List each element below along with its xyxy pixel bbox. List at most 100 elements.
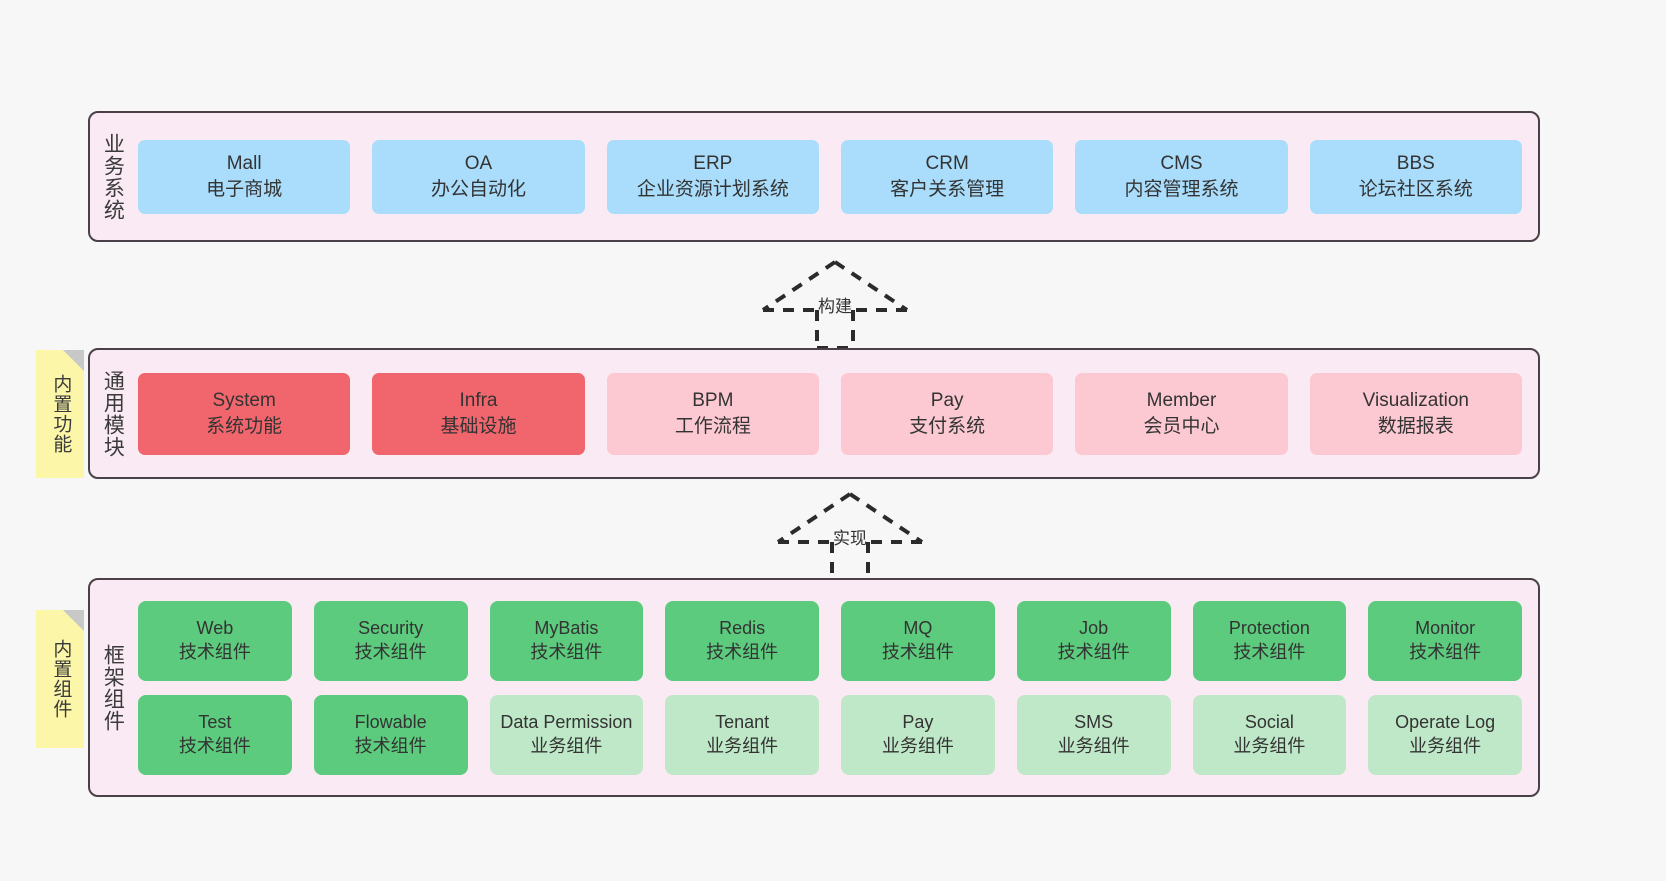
node-subtitle: 客户关系管理 — [890, 178, 1005, 200]
node-monitor[interactable]: Monitor 技术组件 — [1368, 600, 1522, 681]
node-social[interactable]: Social 业务组件 — [1192, 694, 1347, 775]
node-subtitle: 数据报表 — [1377, 415, 1454, 437]
node-security[interactable]: Security 技术组件 — [313, 600, 468, 681]
node-title: Tenant — [715, 711, 770, 732]
connector-implement-arrow: 实现 — [775, 490, 925, 582]
node-subtitle: 会员中心 — [1143, 415, 1220, 437]
node-redis[interactable]: Redis 技术组件 — [665, 600, 819, 681]
node-subtitle: 系统功能 — [206, 415, 283, 437]
node-title: OA — [464, 153, 493, 175]
node-subtitle: 技术组件 — [1233, 641, 1306, 662]
layer-framework-body: Web 技术组件 Security 技术组件 MyBatis 技术组件 Redi… — [134, 580, 1538, 795]
node-title: CRM — [925, 153, 969, 175]
node-subtitle: 基础设施 — [440, 415, 517, 437]
node-mybatis[interactable]: MyBatis 技术组件 — [489, 600, 644, 681]
node-title: BBS — [1396, 153, 1435, 175]
node-title: Social — [1244, 711, 1294, 732]
framework-node-row-business: Test 技术组件 Flowable 技术组件 Data Permission … — [138, 694, 1522, 775]
node-subtitle: 技术组件 — [178, 735, 251, 756]
node-pay-business[interactable]: Pay 业务组件 — [841, 694, 995, 775]
node-subtitle: 电子商城 — [206, 178, 283, 200]
connector-build-arrow: 构建 — [760, 258, 910, 350]
node-job[interactable]: Job 技术组件 — [1016, 600, 1171, 681]
node-tenant[interactable]: Tenant 业务组件 — [665, 694, 819, 775]
node-mq[interactable]: MQ 技术组件 — [841, 600, 995, 681]
node-title: Operate Log — [1395, 711, 1496, 732]
layer-common-body: System 系统功能 Infra 基础设施 BPM 工作流程 Pay 支付系统… — [134, 350, 1538, 477]
node-sms[interactable]: SMS 业务组件 — [1016, 694, 1171, 775]
node-title: Data Permission — [500, 711, 633, 732]
node-title: MyBatis — [534, 617, 599, 638]
node-subtitle: 工作流程 — [674, 415, 751, 437]
node-title: MQ — [903, 617, 933, 638]
layer-business-systems: 业务系统 Mall 电子商城 OA 办公自动化 ERP 企业资源计划系统 CRM… — [88, 111, 1540, 242]
node-title: Job — [1079, 617, 1109, 638]
connector-implement-label: 实现 — [833, 529, 867, 548]
node-bbs[interactable]: BBS 论坛社区系统 — [1309, 139, 1522, 214]
node-operate-log[interactable]: Operate Log 业务组件 — [1368, 694, 1522, 775]
node-crm[interactable]: CRM 客户关系管理 — [840, 139, 1054, 214]
node-system[interactable]: System 系统功能 — [138, 372, 351, 455]
node-title: Monitor — [1415, 617, 1476, 638]
node-subtitle: 技术组件 — [706, 641, 779, 662]
node-subtitle: 技术组件 — [881, 641, 954, 662]
node-title: SMS — [1074, 711, 1114, 732]
node-title: Security — [358, 617, 424, 638]
node-subtitle: 业务组件 — [1409, 735, 1482, 756]
business-node-row: Mall 电子商城 OA 办公自动化 ERP 企业资源计划系统 CRM 客户关系… — [138, 139, 1522, 214]
node-mall[interactable]: Mall 电子商城 — [138, 139, 351, 214]
node-cms[interactable]: CMS 内容管理系统 — [1075, 139, 1288, 214]
node-title: System — [212, 390, 276, 412]
node-title: Pay — [930, 390, 964, 412]
node-data-permission[interactable]: Data Permission 业务组件 — [489, 694, 644, 775]
node-subtitle: 技术组件 — [178, 641, 251, 662]
layer-framework-label: 框架组件 — [101, 643, 125, 732]
node-member[interactable]: Member 会员中心 — [1075, 372, 1288, 455]
node-title: Test — [198, 711, 232, 732]
node-subtitle: 办公自动化 — [430, 178, 526, 200]
node-subtitle: 技术组件 — [530, 641, 603, 662]
node-title: ERP — [693, 153, 733, 175]
note-fold-icon — [63, 350, 84, 371]
layer-business-label: 业务系统 — [101, 132, 125, 221]
node-title: CMS — [1160, 153, 1203, 175]
node-bpm[interactable]: BPM 工作流程 — [606, 372, 819, 455]
node-oa[interactable]: OA 办公自动化 — [372, 139, 585, 214]
node-pay[interactable]: Pay 支付系统 — [840, 372, 1054, 455]
note-label: 内置功能 — [50, 374, 72, 454]
node-title: Member — [1146, 390, 1217, 412]
node-subtitle: 业务组件 — [1057, 735, 1130, 756]
node-web[interactable]: Web 技术组件 — [138, 600, 292, 681]
node-subtitle: 企业资源计划系统 — [636, 178, 789, 200]
node-subtitle: 内容管理系统 — [1124, 178, 1239, 200]
layer-business-body: Mall 电子商城 OA 办公自动化 ERP 企业资源计划系统 CRM 客户关系… — [134, 113, 1538, 240]
node-visualization[interactable]: Visualization 数据报表 — [1309, 372, 1522, 455]
node-subtitle: 业务组件 — [706, 735, 779, 756]
node-flowable[interactable]: Flowable 技术组件 — [313, 694, 468, 775]
node-protection[interactable]: Protection 技术组件 — [1192, 600, 1347, 681]
node-subtitle: 技术组件 — [354, 735, 427, 756]
layer-common-label: 通用模块 — [101, 369, 125, 458]
node-test[interactable]: Test 技术组件 — [138, 694, 292, 775]
node-subtitle: 技术组件 — [354, 641, 427, 662]
node-title: Mall — [226, 153, 262, 175]
node-subtitle: 论坛社区系统 — [1358, 178, 1473, 200]
note-builtin-components: 内置组件 — [36, 610, 84, 748]
node-subtitle: 技术组件 — [1057, 641, 1130, 662]
common-node-row: System 系统功能 Infra 基础设施 BPM 工作流程 Pay 支付系统… — [138, 372, 1522, 455]
node-erp[interactable]: ERP 企业资源计划系统 — [606, 139, 819, 214]
node-subtitle: 业务组件 — [530, 735, 603, 756]
node-title: BPM — [692, 390, 734, 412]
layer-framework-components: 框架组件 Web 技术组件 Security 技术组件 MyBatis 技术组件… — [88, 578, 1540, 797]
note-label: 内置组件 — [50, 639, 72, 719]
note-builtin-features: 内置功能 — [36, 350, 84, 478]
layer-common-modules: 通用模块 System 系统功能 Infra 基础设施 BPM 工作流程 Pay… — [88, 348, 1540, 479]
node-infra[interactable]: Infra 基础设施 — [372, 372, 585, 455]
node-subtitle: 技术组件 — [1409, 641, 1482, 662]
node-title: Web — [196, 617, 234, 638]
note-fold-icon — [63, 610, 84, 631]
node-title: Protection — [1228, 617, 1310, 638]
connector-build-label: 构建 — [818, 297, 852, 316]
node-subtitle: 业务组件 — [881, 735, 954, 756]
